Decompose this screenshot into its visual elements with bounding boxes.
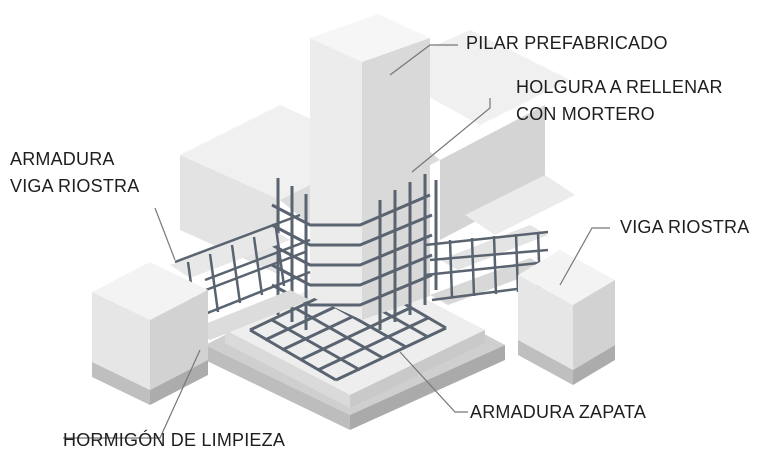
label-armadura-viga-line2: VIGA RIOSTRA — [10, 176, 140, 196]
leader-pilar — [389, 44, 458, 76]
label-viga-riostra: VIGA RIOSTRA — [620, 214, 749, 241]
label-pilar-text: PILAR PREFABRICADO — [466, 33, 668, 53]
label-armadura-viga-line1: ARMADURA — [10, 149, 115, 169]
leader-armadura-zapata — [399, 351, 468, 413]
leader-lines — [63, 44, 610, 439]
left-tie-beam — [170, 213, 311, 340]
label-holgura-line2: CON MORTERO — [516, 104, 655, 124]
leader-hormigon — [63, 349, 201, 439]
label-holgura: HOLGURA A RELLENAR CON MORTERO — [516, 74, 723, 128]
right-beam-block — [518, 250, 615, 385]
leader-holgura — [411, 98, 491, 173]
label-hormigon-limpieza-text: HORMIGÓN DE LIMPIEZA — [63, 430, 286, 450]
leader-viga-riostra — [559, 227, 610, 286]
left-beam-block — [92, 262, 208, 405]
label-armadura-zapata-text: ARMADURA ZAPATA — [470, 402, 647, 422]
precast-column — [310, 14, 430, 320]
label-pilar-prefabricado: PILAR PREFABRICADO — [466, 30, 668, 57]
leader-armadura-viga — [154, 207, 176, 261]
label-holgura-line1: HOLGURA A RELLENAR — [516, 77, 723, 97]
label-armadura-viga-riostra: ARMADURA VIGA RIOSTRA — [10, 146, 139, 200]
label-armadura-zapata: ARMADURA ZAPATA — [470, 399, 646, 426]
label-hormigon-limpieza: HORMIGÓN DE LIMPIEZA — [63, 427, 285, 453]
label-viga-riostra-text: VIGA RIOSTRA — [620, 217, 750, 237]
right-tie-beam — [424, 225, 549, 305]
